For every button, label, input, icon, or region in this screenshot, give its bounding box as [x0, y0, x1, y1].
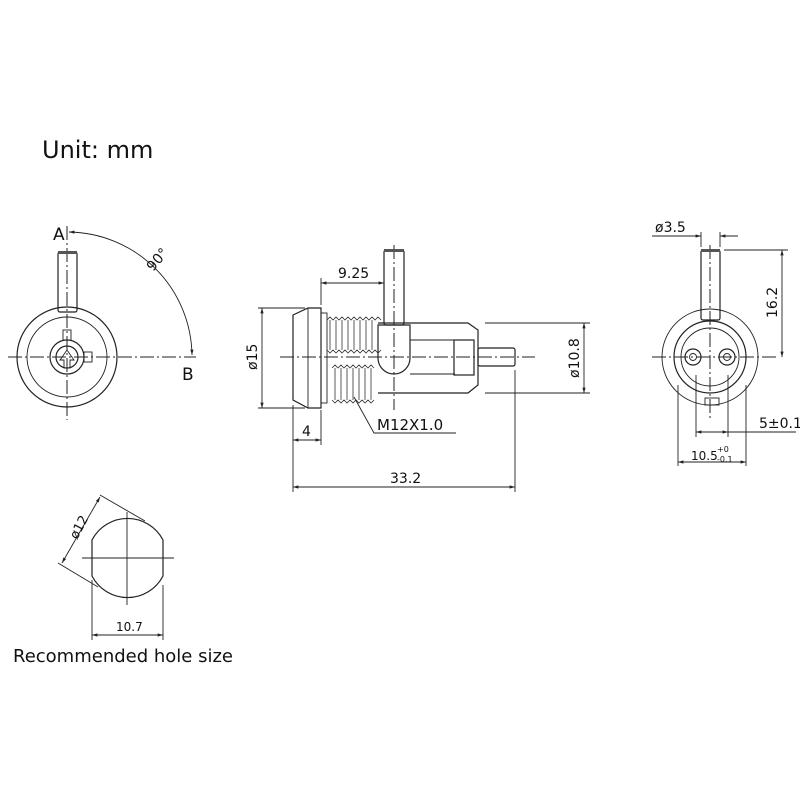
hole-spacing-dim: 5±0.1 — [759, 416, 800, 432]
thread-spec-label: M12X1.0 — [377, 416, 443, 434]
width-tol-upper: +0 — [717, 445, 729, 454]
bezel-diameter-dim: ø15 — [245, 344, 261, 370]
bezel-thickness-dim: 4 — [302, 424, 311, 440]
rear-view: ø3.5 16.2 5±0.1 10.5 +0 -0.1 — [652, 220, 800, 466]
body-diameter-dim: ø10.8 — [567, 338, 583, 378]
rotation-angle-label: 90° — [144, 245, 172, 274]
width-tol-lower: -0.1 — [717, 455, 733, 464]
hole-caption: Recommended hole size — [13, 646, 233, 667]
width-dim: 10.5 — [691, 449, 718, 463]
position-b-label: B — [182, 365, 194, 385]
pin-diameter-dim: ø3.5 — [655, 220, 686, 236]
unit-label: Unit: mm — [42, 136, 153, 164]
position-a-label: A — [53, 225, 65, 245]
pin-offset-dim: 9.25 — [338, 266, 369, 282]
side-view: 9.25 ø15 ø10.8 4 33.2 M12X1.0 — [245, 245, 590, 492]
front-view: A B 90° — [8, 225, 196, 420]
thread — [326, 316, 382, 404]
hole-flat-width-dim: 10.7 — [116, 620, 143, 634]
pin-height-dim: 16.2 — [765, 287, 781, 318]
total-length-dim: 33.2 — [390, 471, 421, 487]
recommended-hole-view: ø12 10.7 Recommended hole size — [13, 494, 233, 667]
